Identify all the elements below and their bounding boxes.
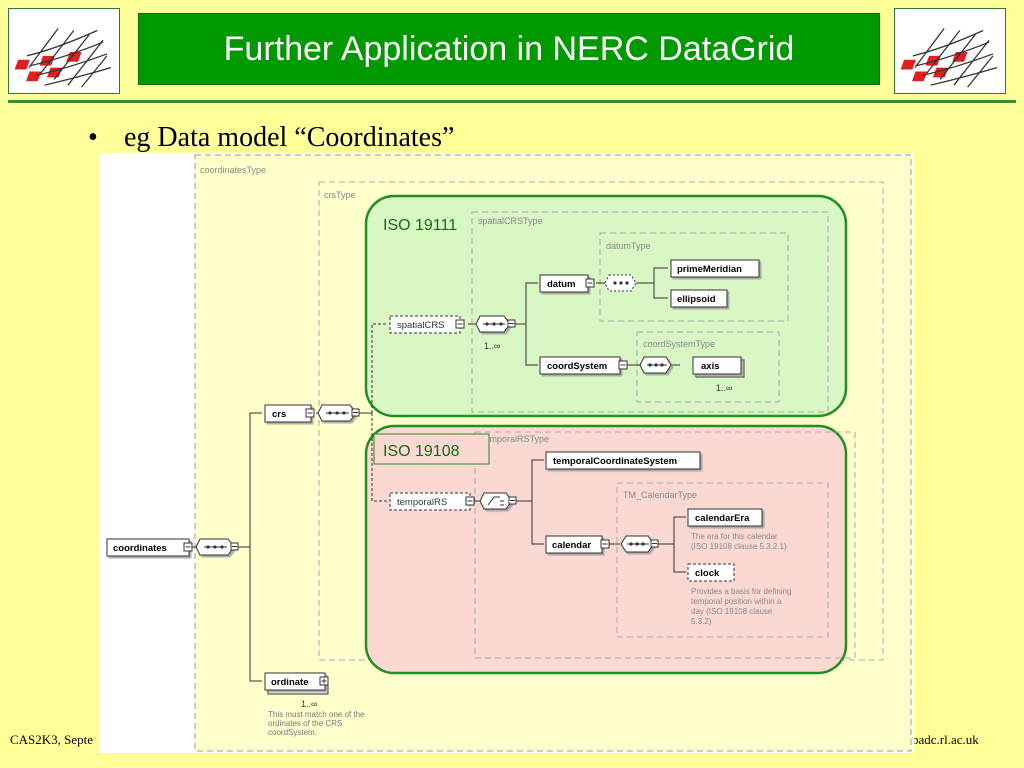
datum-type-frame <box>599 232 789 322</box>
clock-note-line1: Provides a basis for defining <box>691 587 792 596</box>
iso19108-label-box <box>373 433 490 465</box>
element-label: ordinate <box>271 677 308 688</box>
iso19108-region <box>364 424 848 675</box>
element-label: datum <box>547 279 576 290</box>
element-datum[interactable]: datum <box>539 274 595 293</box>
bullet-text: eg Data model “Coordinates” <box>124 122 455 153</box>
iso19108-label: ISO 19108 <box>383 443 460 460</box>
element-crs[interactable]: crs <box>264 404 315 423</box>
bullet-item: • eg Data model “Coordinates” <box>88 122 454 154</box>
left-logo <box>8 8 120 94</box>
footer-left: CAS2K3, Septe <box>10 732 94 747</box>
choice-compositor-icon <box>479 492 517 510</box>
element-temporal-coordinate-system[interactable]: temporalCoordinateSystem <box>545 451 701 470</box>
axis-multiplicity: 1..∞ <box>716 383 732 393</box>
bullet-dot-icon: • <box>88 122 98 153</box>
coordinates-type-label: coordinatesType <box>200 165 266 175</box>
crs-type-label: crsType <box>324 190 356 200</box>
grid-logo-icon <box>14 28 112 88</box>
temporal-rs-type-label: temporalRSType <box>482 434 549 444</box>
connector-lines <box>189 267 686 682</box>
element-label: axis <box>701 361 720 372</box>
coord-system-type-frame <box>636 331 780 403</box>
element-label: coordinates <box>113 543 167 554</box>
element-axis[interactable]: axis <box>692 356 745 378</box>
iso19111-label: ISO 19111 <box>383 217 457 234</box>
grid-logo-icon <box>900 28 998 88</box>
schema-diagram: coordinatesType crsType ISO 19111 spatia… <box>100 153 914 753</box>
ordinate-multiplicity: 1..∞ <box>301 699 317 709</box>
element-spatial-crs[interactable]: spatialCRS <box>389 315 465 334</box>
element-label: coordSystem <box>547 361 607 372</box>
sequence-compositor-icon <box>620 535 659 553</box>
element-label: spatialCRS <box>397 320 445 331</box>
clock-note-line3: day (ISO 19108 clause <box>691 607 773 616</box>
datum-type-label: datumType <box>606 241 651 251</box>
element-ellipsoid[interactable]: ellipsoid <box>670 289 728 308</box>
ordinate-note-line1: This must match one of the <box>268 710 365 719</box>
element-ordinate[interactable]: ordinate <box>264 672 329 695</box>
element-label: clock <box>695 568 720 579</box>
sequence-compositor-icon <box>604 274 637 292</box>
spatial-crs-type-label: spatialCRSType <box>478 216 543 226</box>
sequence-compositor-icon <box>639 356 672 374</box>
element-coordinates[interactable]: coordinates <box>106 538 193 557</box>
tm-calendar-type-label: TM_CalendarType <box>623 490 697 500</box>
right-logo <box>894 8 1006 94</box>
element-label: primeMeridian <box>677 264 742 275</box>
spatial-crs-type-frame <box>471 211 829 413</box>
slide-title: Further Application in NERC DataGrid <box>138 13 880 85</box>
footer-right: badc.rl.ac.uk <box>912 732 979 747</box>
sequence-compositor-icon <box>475 315 516 333</box>
element-calendar[interactable]: calendar <box>545 535 610 554</box>
element-label: temporalCoordinateSystem <box>553 456 677 467</box>
element-prime-meridian[interactable]: primeMeridian <box>670 259 760 278</box>
title-divider <box>8 100 1016 103</box>
sequence-compositor-icon <box>195 538 239 556</box>
tm-calendar-type-frame <box>616 482 829 638</box>
ordinate-note-line3: coordSystem. <box>268 728 317 737</box>
element-label: temporalRS <box>397 497 447 508</box>
calendar-era-note-line1: The era for this calendar <box>691 532 778 541</box>
element-clock[interactable]: clock <box>687 563 735 582</box>
element-temporal-rs[interactable]: temporalRS <box>389 492 475 511</box>
temporal-rs-type-frame <box>474 431 856 659</box>
element-label: calendarEra <box>695 513 750 524</box>
element-label: crs <box>272 409 286 420</box>
coord-system-type-label: coordSystemType <box>643 339 715 349</box>
element-coord-system[interactable]: coordSystem <box>539 356 628 375</box>
ordinate-note-line2: ordinates of the CRS <box>268 719 342 728</box>
element-label: ellipsoid <box>677 294 716 305</box>
element-calendar-era[interactable]: calendarEra <box>687 508 763 527</box>
clock-note-line2: temporal position within a <box>691 597 782 606</box>
spatial-multiplicity: 1..∞ <box>484 341 500 351</box>
sequence-compositor-icon <box>317 404 360 422</box>
calendar-era-note-line2: (ISO 19108 clause 5.3.2.1) <box>691 542 787 551</box>
clock-note-line4: 5.3.2) <box>691 617 712 626</box>
element-label: calendar <box>552 540 591 551</box>
